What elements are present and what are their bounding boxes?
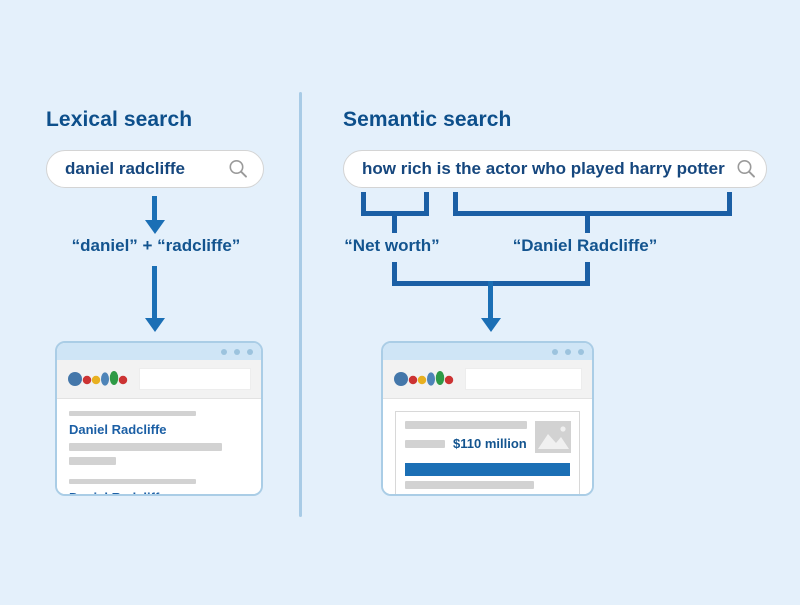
lexical-arrow-1-stem xyxy=(152,196,157,222)
bracket-a-right-tick xyxy=(424,192,429,216)
window-dot-icon xyxy=(578,348,584,355)
bracket-b-span xyxy=(453,211,732,216)
semantic-browser-window: $110 million xyxy=(381,341,594,496)
search-icon xyxy=(735,158,757,180)
result-url-placeholder xyxy=(69,479,196,484)
card-snippet-line xyxy=(405,481,534,489)
browser-titlebar xyxy=(57,343,261,360)
lexical-arrow-2-head xyxy=(145,318,165,332)
semantic-term-daniel-radcliffe: “Daniel Radcliffe” xyxy=(512,236,658,255)
bracket-b-right-tick xyxy=(727,192,732,216)
result-url-placeholder xyxy=(69,411,196,416)
knowledge-panel-card[interactable]: $110 million xyxy=(395,411,580,494)
merge-bracket-right-tick xyxy=(585,262,590,286)
semantic-term-net-worth: “Net worth” xyxy=(344,236,440,255)
semantic-search-value: how rich is the actor who played harry p… xyxy=(362,159,725,178)
lexical-arrow-1-head xyxy=(145,220,165,234)
panel-divider xyxy=(299,92,302,517)
bracket-a-left-tick xyxy=(361,192,366,216)
knowledge-answer-value: $110 million xyxy=(453,436,527,451)
bracket-b-drop xyxy=(585,211,590,233)
lexical-search-heading: Lexical search xyxy=(46,108,193,131)
semantic-arrow-stem xyxy=(488,281,493,321)
search-results-page: Daniel Radcliffe Daniel Radcliffe xyxy=(57,399,261,494)
window-dot-icon xyxy=(565,348,571,355)
lexical-arrow-2-stem xyxy=(152,266,157,320)
search-engine-logo-icon xyxy=(393,369,455,389)
window-dot-icon xyxy=(234,348,240,355)
bracket-a-drop xyxy=(392,211,397,233)
search-result-item[interactable]: Daniel Radcliffe xyxy=(69,479,249,494)
lexical-extracted-terms: “daniel” + “radcliffe” xyxy=(71,236,241,255)
card-label-placeholder xyxy=(405,439,445,448)
browser-address-bar[interactable] xyxy=(465,368,582,390)
card-title-placeholder xyxy=(405,421,527,429)
image-placeholder-icon xyxy=(534,421,571,453)
lexical-browser-window: Daniel Radcliffe Daniel Radcliffe xyxy=(55,341,263,496)
card-highlight-bar xyxy=(405,463,570,476)
window-dot-icon xyxy=(221,348,227,355)
semantic-search-heading: Semantic search xyxy=(343,108,512,131)
lexical-search-value: daniel radcliffe xyxy=(65,159,185,178)
bracket-b-left-tick xyxy=(453,192,458,216)
search-engine-logo-icon xyxy=(67,369,129,389)
window-dot-icon xyxy=(247,348,253,355)
semantic-arrow-head xyxy=(481,318,501,332)
result-snippet-line xyxy=(69,457,116,465)
lexical-search-input[interactable]: daniel radcliffe xyxy=(46,150,264,188)
browser-titlebar xyxy=(383,343,592,360)
knowledge-results-page: $110 million xyxy=(383,399,592,494)
result-snippet-line xyxy=(69,443,222,451)
search-result-item[interactable]: Daniel Radcliffe xyxy=(69,411,249,465)
merge-bracket-left-tick xyxy=(392,262,397,286)
search-icon xyxy=(227,158,249,180)
browser-toolbar xyxy=(57,360,261,399)
semantic-search-input[interactable]: how rich is the actor who played harry p… xyxy=(343,150,767,188)
result-title[interactable]: Daniel Radcliffe xyxy=(69,422,167,437)
result-title[interactable]: Daniel Radcliffe xyxy=(69,490,249,494)
browser-address-bar[interactable] xyxy=(139,368,251,390)
browser-toolbar xyxy=(383,360,592,399)
window-dot-icon xyxy=(552,348,558,355)
